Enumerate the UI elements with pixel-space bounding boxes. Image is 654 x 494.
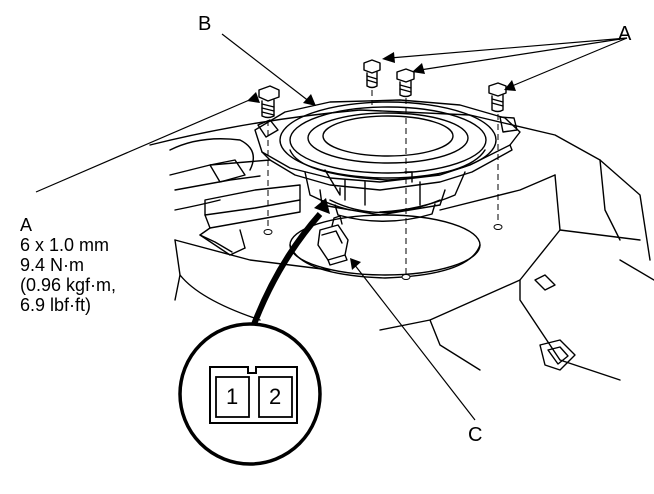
zoom-line xyxy=(247,212,323,337)
connector-detail xyxy=(178,322,322,466)
callout-c-connector: C xyxy=(468,424,483,446)
speaker-opening xyxy=(289,214,481,279)
bolt-icon xyxy=(258,85,280,119)
speaker xyxy=(254,99,521,222)
arrowheads xyxy=(247,52,516,270)
pin-1-cell xyxy=(215,376,250,418)
door-harness xyxy=(199,184,301,256)
callout-b-speaker: B xyxy=(198,13,212,35)
bolt-size: 6 x 1.0 mm xyxy=(20,235,110,255)
bolt-icon xyxy=(363,59,381,89)
speaker-connector xyxy=(317,215,349,266)
pin-1-label: 1 xyxy=(226,384,239,409)
torque-kgf: (0.96 kgf·m, xyxy=(20,275,117,295)
torque-lbf: 6.9 lbf·ft) xyxy=(20,295,92,315)
mounting-holes xyxy=(263,224,503,280)
bolt-icon xyxy=(488,82,507,113)
pin-2-cell xyxy=(258,376,293,418)
torque-nm: 9.4 N·m xyxy=(20,255,85,275)
pin-2-label: 2 xyxy=(269,384,282,409)
zoom-arrowhead xyxy=(314,198,330,214)
leader-lines xyxy=(35,33,628,421)
bolt-spec: A 6 x 1.0 mm 9.4 N·m (0.96 kgf·m, 6.9 lb… xyxy=(20,215,116,315)
door-panel xyxy=(149,109,654,381)
alignment-lines xyxy=(267,90,499,275)
callout-a-spec: A xyxy=(20,215,33,235)
callout-a-bolts: A xyxy=(618,23,632,45)
bolt-icon xyxy=(396,68,415,98)
